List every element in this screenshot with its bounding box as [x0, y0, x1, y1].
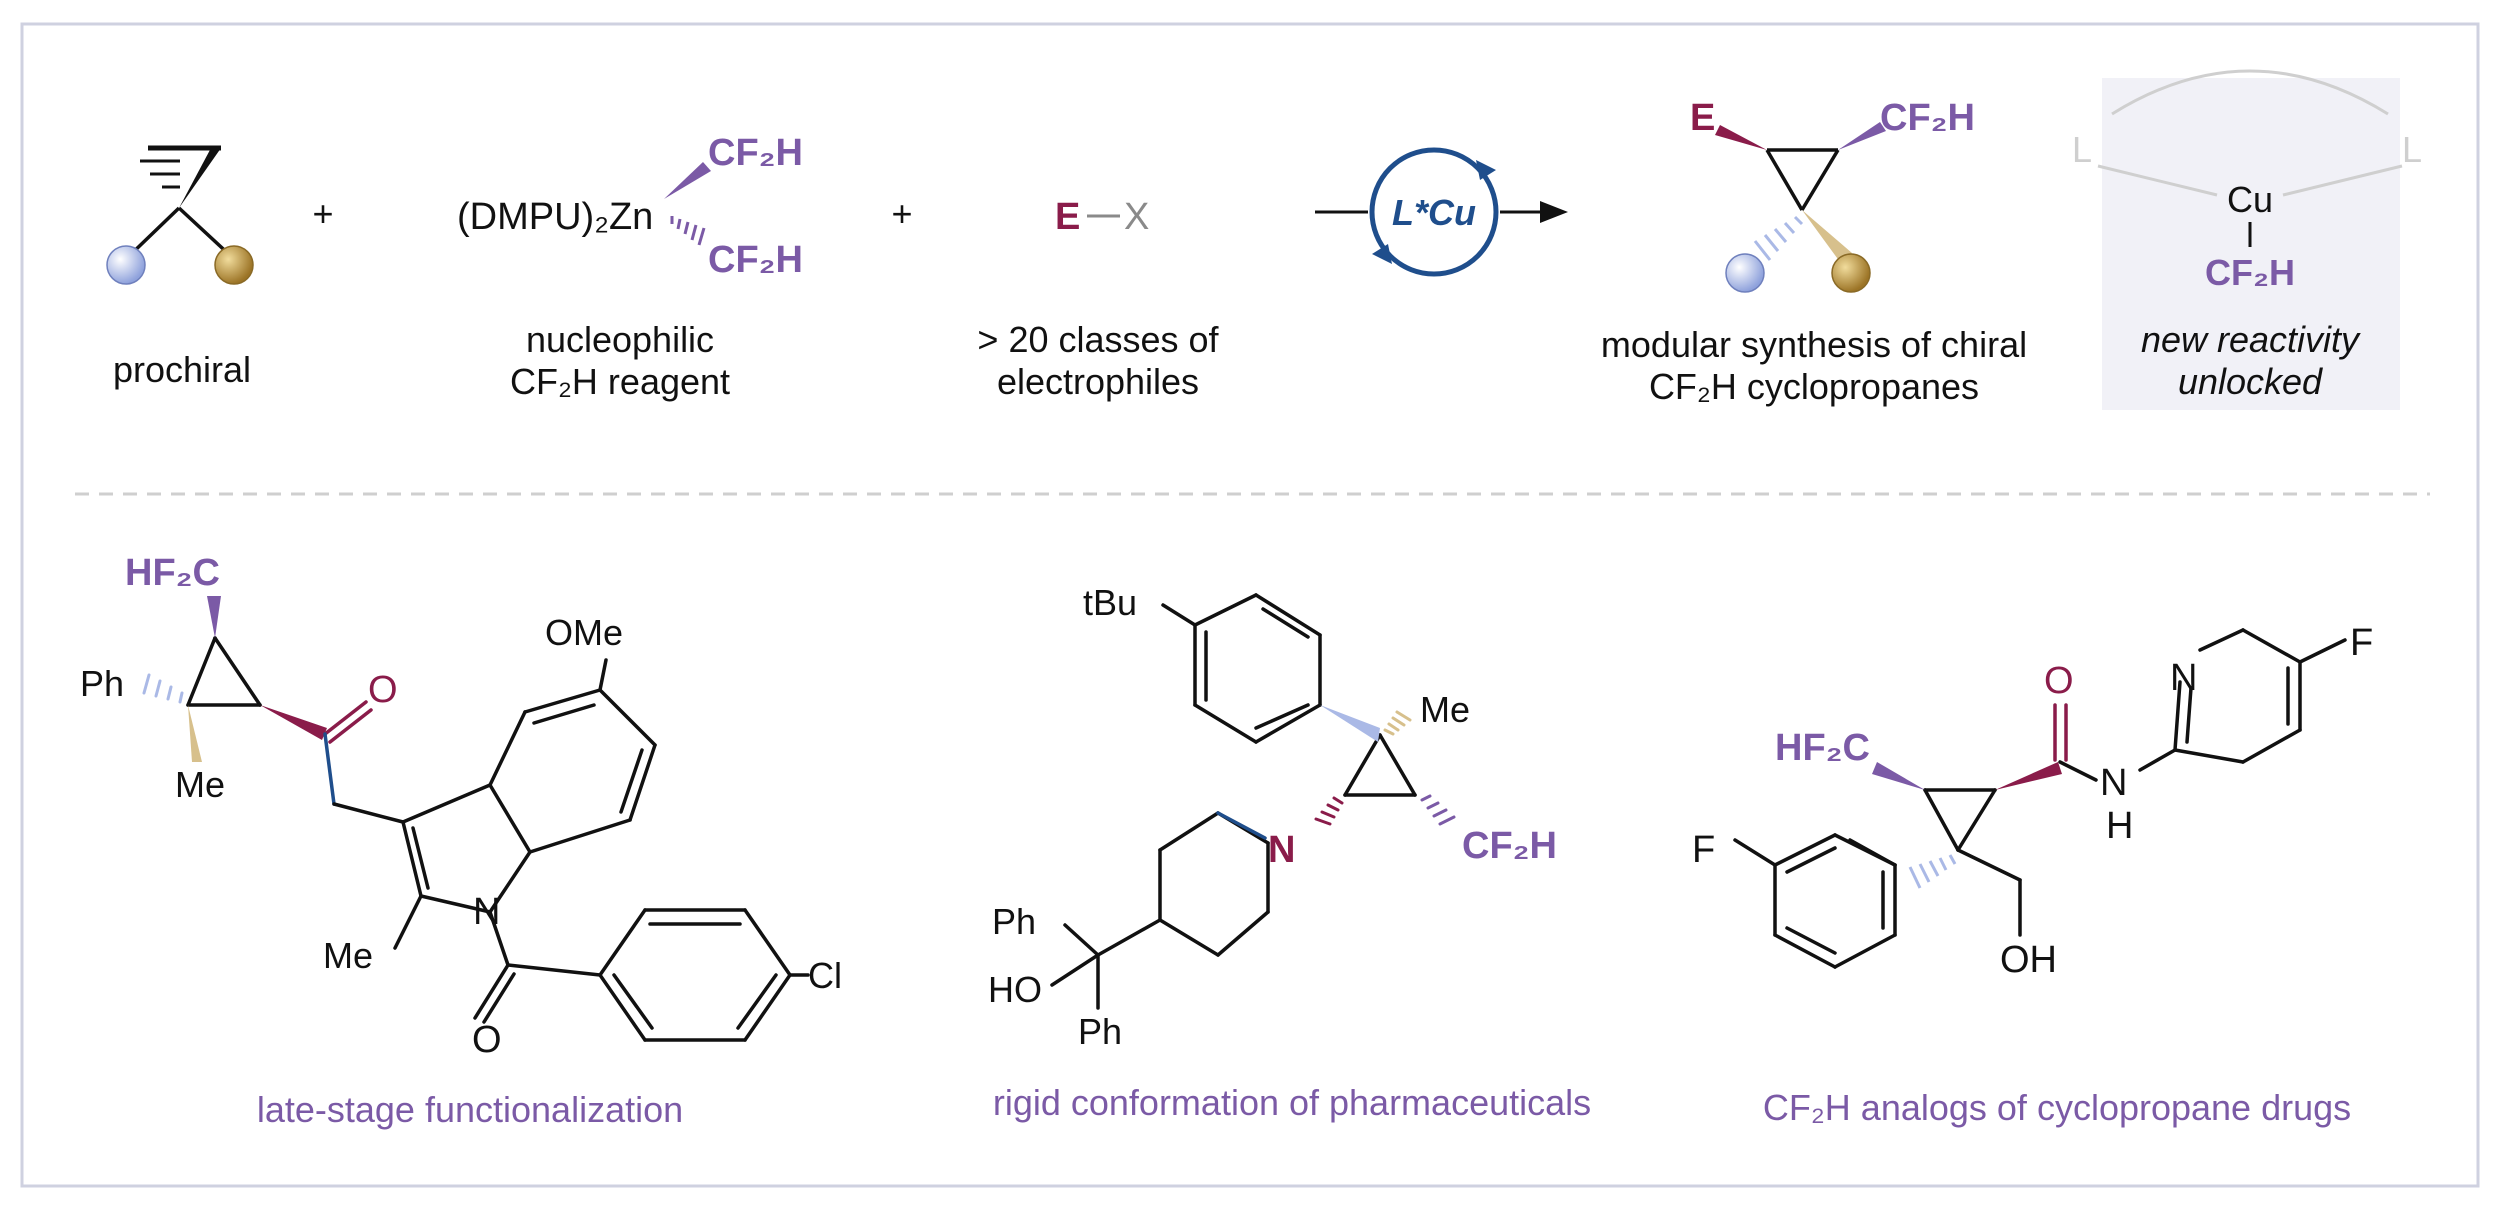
ex1-ome: OMe	[545, 612, 623, 653]
catalyst-label: L*Cu	[1392, 192, 1476, 233]
substituent-ball-blue	[106, 245, 146, 285]
ex3-amine-h: H	[2106, 805, 2133, 847]
ex2-piperidine-n: N	[1268, 829, 1295, 871]
reaction-arrow: L*Cu	[1315, 147, 1568, 277]
ex3-amine-n: N	[2100, 762, 2127, 804]
product-caption-line2: CF₂H cyclopropanes	[1649, 366, 1979, 407]
reagent-caption-line1: nucleophilic	[526, 319, 714, 360]
ex1-indole-n: N	[473, 891, 500, 933]
ex2-ph2: Ph	[1078, 1011, 1122, 1052]
electrophile-caption-line2: electrophiles	[997, 361, 1199, 402]
electrophile-caption-line1: > 20 classes of	[977, 319, 1219, 360]
ligand-l-right: L	[2402, 129, 2422, 170]
product-e: E	[1690, 97, 1715, 139]
catalytic-cycle-icon	[1369, 147, 1499, 277]
ex2-caption: rigid conformation of pharmaceuticals	[993, 1082, 1591, 1123]
ex3-pyridine-n: N	[2170, 657, 2197, 699]
product-cyclopropane: E CF₂H	[1690, 97, 1975, 293]
example-drug-analog-molecule	[1733, 628, 2347, 969]
zinc-formula: (DMPU)₂Zn	[457, 196, 653, 238]
electrophile: E X	[1055, 196, 1149, 238]
ex3-aryl-f: F	[1692, 829, 1715, 871]
prochiral-cyclopropane	[106, 145, 254, 285]
ex1-caption: late-stage functionalization	[257, 1089, 683, 1130]
substituent-ball-gold	[214, 245, 254, 285]
plus-sign-1: +	[312, 193, 333, 234]
ex2-cf2h: CF₂H	[1462, 825, 1557, 867]
ex3-cf2h-wedge	[1872, 762, 1925, 790]
ex1-me: Me	[175, 764, 225, 805]
ex3-pyridine-f: F	[2350, 622, 2373, 664]
product-ball-gold	[1831, 253, 1871, 293]
ex1-me2: Me	[323, 935, 373, 976]
ex3-hf2c: HF₂C	[1775, 727, 1870, 769]
example-late-stage-molecule	[142, 596, 810, 1042]
ex2-aryl-wedge	[1320, 705, 1380, 742]
ex2-ho: HO	[988, 969, 1042, 1010]
zinc-reagent: (DMPU)₂Zn CF₂H CF₂H	[457, 132, 803, 281]
reactivity-panel: L L Cu CF₂H new reactivity unlocked	[2072, 69, 2422, 410]
ex1-hf2c: HF₂C	[125, 552, 220, 594]
ex2-ph1: Ph	[992, 901, 1036, 942]
ex3-amide-wedge	[1995, 762, 2062, 790]
electrophile-x: X	[1124, 196, 1149, 238]
ex3-oh: OH	[2000, 939, 2057, 981]
ex1-cl: Cl	[808, 955, 842, 996]
ex1-amide-o: O	[472, 1019, 502, 1061]
prochiral-caption: prochiral	[113, 349, 251, 390]
ex2-tbu: tBu	[1083, 582, 1137, 623]
ligand-l-left: L	[2072, 129, 2092, 170]
product-cf2h: CF₂H	[1880, 97, 1975, 139]
ex1-ph: Ph	[80, 663, 124, 704]
product-ball-blue	[1725, 253, 1765, 293]
panel-caption-line1: new reactivity	[2141, 319, 2361, 360]
plus-sign-2: +	[891, 193, 912, 234]
ex3-caption: CF₂H analogs of cyclopropane drugs	[1763, 1087, 2351, 1128]
ex1-ketone-o: O	[368, 669, 398, 711]
ex2-me: Me	[1420, 689, 1470, 730]
ex3-carbonyl-o: O	[2044, 660, 2074, 702]
reagent-cf2h-top: CF₂H	[708, 132, 803, 174]
electrophile-e: E	[1055, 196, 1080, 238]
ex3-aryl-hash	[1908, 854, 1957, 889]
reagent-caption-line2: CF₂H reagent	[510, 361, 730, 402]
cu-label: Cu	[2227, 179, 2273, 220]
figure-frame	[20, 22, 2480, 1188]
panel-cf2h: CF₂H	[2205, 252, 2295, 293]
reagent-cf2h-bottom: CF₂H	[708, 239, 803, 281]
panel-caption-line2: unlocked	[2178, 361, 2323, 402]
product-caption-line1: modular synthesis of chiral	[1601, 324, 2027, 365]
example-pharma-molecule	[1050, 593, 1456, 1010]
